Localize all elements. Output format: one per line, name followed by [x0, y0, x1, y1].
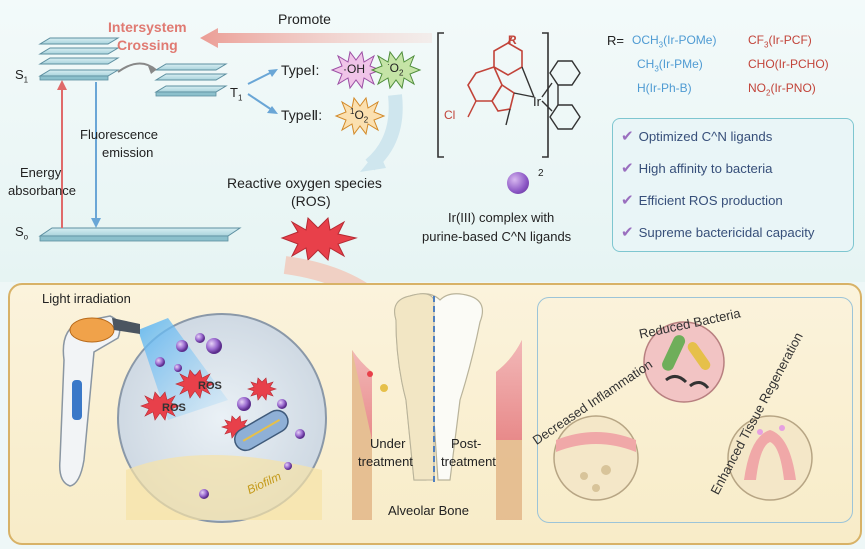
oh-radical-label: ·OH [343, 62, 365, 76]
check-icon: ✔ [621, 224, 634, 241]
superoxide-star [370, 50, 422, 90]
tissue-regeneration-circle [727, 415, 813, 501]
tooth-illustration [352, 293, 522, 520]
type1-label: TypeⅠ: [281, 62, 320, 78]
substituent-item: CHO(Ir-PCHO) [748, 57, 829, 71]
light-beam [138, 318, 228, 420]
light-irradiation-label: Light irradiation [42, 291, 131, 306]
singlet-oxygen-star [334, 96, 386, 136]
type1-arrow [247, 71, 273, 85]
isc-label-line1: Intersystem [108, 19, 187, 35]
feature-item: ✔High affinity to bacteria [621, 160, 773, 177]
energy-label-line2: absorbance [8, 183, 76, 198]
r-equals-label: R= [607, 33, 624, 48]
substituent-item: CF3(Ir-PCF) [748, 33, 812, 50]
isc-label-line2: Crossing [117, 37, 178, 53]
promote-label: Promote [278, 11, 331, 27]
type2-arrow [247, 93, 273, 111]
singlet-oxygen-label: 1O2 [350, 107, 369, 125]
decreased-inflammation-circle [553, 415, 639, 501]
oh-radical-star [330, 50, 382, 90]
s1-label: S1 [15, 67, 29, 85]
check-icon: ✔ [621, 192, 634, 209]
complex-caption-line2: purine-based C^N ligands [422, 229, 572, 244]
fluorescence-label-line2: emission [102, 145, 154, 160]
features-box: ✔Optimized C^N ligands ✔High affinity to … [612, 118, 854, 252]
energy-label-line1: Energy [20, 165, 62, 180]
ros-title-line1: Reactive oxygen species [227, 175, 382, 191]
curing-light-device [58, 315, 140, 487]
check-icon: ✔ [621, 160, 634, 177]
r-group-label: R [508, 33, 517, 47]
substituent-item: NO2(Ir-PNO) [748, 81, 816, 98]
outcomes-panel [537, 297, 853, 523]
t1-level-plates [154, 63, 228, 97]
iridium-complex-structure [437, 32, 581, 158]
bacterium [234, 409, 289, 452]
alveolar-bone-label: Alveolar Bone [388, 503, 469, 518]
feature-item: ✔Optimized C^N ligands [621, 128, 773, 145]
type2-label: TypeⅡ: [281, 107, 323, 123]
isc-arrow [117, 62, 157, 73]
ros-star [280, 216, 358, 262]
fluorescence-label-line1: Fluorescence [80, 127, 159, 142]
complex-caption-line1: Ir(III) complex with [448, 210, 555, 225]
substituent-item: OCH3(Ir-POMe) [632, 33, 717, 50]
t1-label: T1 [230, 85, 243, 103]
post-treatment-line2: treatment [441, 454, 496, 469]
substituent-item: CH3(Ir-PMe) [637, 57, 703, 74]
iridium-label: Ir [533, 94, 541, 109]
post-treatment-line1: Post- [451, 436, 482, 451]
substituent-item: H(Ir-Ph-B) [637, 81, 692, 95]
reduced-bacteria-circle [643, 321, 725, 403]
complex-sphere [507, 172, 529, 194]
ros-title-line2: (ROS) [291, 193, 331, 209]
ros-label-1: ROS [198, 380, 222, 392]
superoxide-label: ·O2 [387, 60, 404, 78]
s1-level-plates [38, 37, 120, 81]
ros-label-2: ROS [162, 402, 186, 414]
promote-arrow [200, 28, 432, 48]
feature-item: ✔Efficient ROS production [621, 192, 783, 209]
chlorine-label: Cl [444, 108, 456, 122]
under-treatment-line2: treatment [358, 454, 413, 469]
complex-subscript: 2 [538, 168, 544, 179]
check-icon: ✔ [621, 128, 634, 145]
s0-label: So [15, 224, 29, 242]
feature-item: ✔Supreme bactericidal capacity [621, 224, 815, 241]
under-treatment-line1: Under [370, 436, 406, 451]
